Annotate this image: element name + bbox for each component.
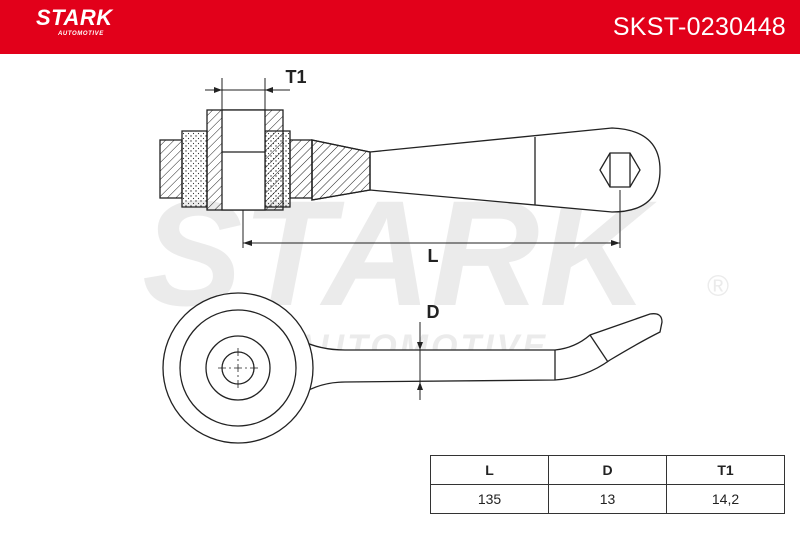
value-cell-d: 13 xyxy=(548,484,667,514)
section-view xyxy=(159,78,661,248)
plan-view xyxy=(162,292,663,444)
label-t1: T1 xyxy=(285,67,306,87)
logo-wordmark: STARK xyxy=(36,5,113,30)
value-cell-t1: 14,2 xyxy=(666,484,785,514)
header-bar: STARK AUTOMOTIVE SKST-0230448 xyxy=(0,0,800,54)
eye-ring-2 xyxy=(179,309,297,427)
brand-logo: STARK AUTOMOTIVE xyxy=(36,6,113,38)
label-l: L xyxy=(428,246,439,266)
watermark-registered-mark: ® xyxy=(707,270,729,303)
eye-ring-3 xyxy=(205,335,271,401)
table-header-row: L D T1 xyxy=(430,455,785,485)
header-cell-l: L xyxy=(430,455,549,485)
table-value-row: 135 13 14,2 xyxy=(430,484,785,514)
bushing-left xyxy=(181,130,208,208)
dimensions-table: L D T1 135 13 14,2 xyxy=(430,455,785,514)
left-flange xyxy=(159,139,183,199)
part-number: SKST-0230448 xyxy=(612,13,786,41)
header-cell-t1: T1 xyxy=(666,455,785,485)
header-cell-d: D xyxy=(548,455,667,485)
label-d: D xyxy=(427,302,440,322)
logo-subtitle: AUTOMOTIVE xyxy=(58,31,104,37)
link-arm-outline xyxy=(299,313,663,396)
value-cell-l: 135 xyxy=(430,484,549,514)
right-flange xyxy=(289,139,313,199)
technical-drawing: STARK AUTOMOTIVE ® xyxy=(142,67,729,444)
lever-arm-outline xyxy=(311,127,661,213)
sleeve-bore xyxy=(221,109,266,211)
joint-cone-hatched xyxy=(311,139,371,201)
